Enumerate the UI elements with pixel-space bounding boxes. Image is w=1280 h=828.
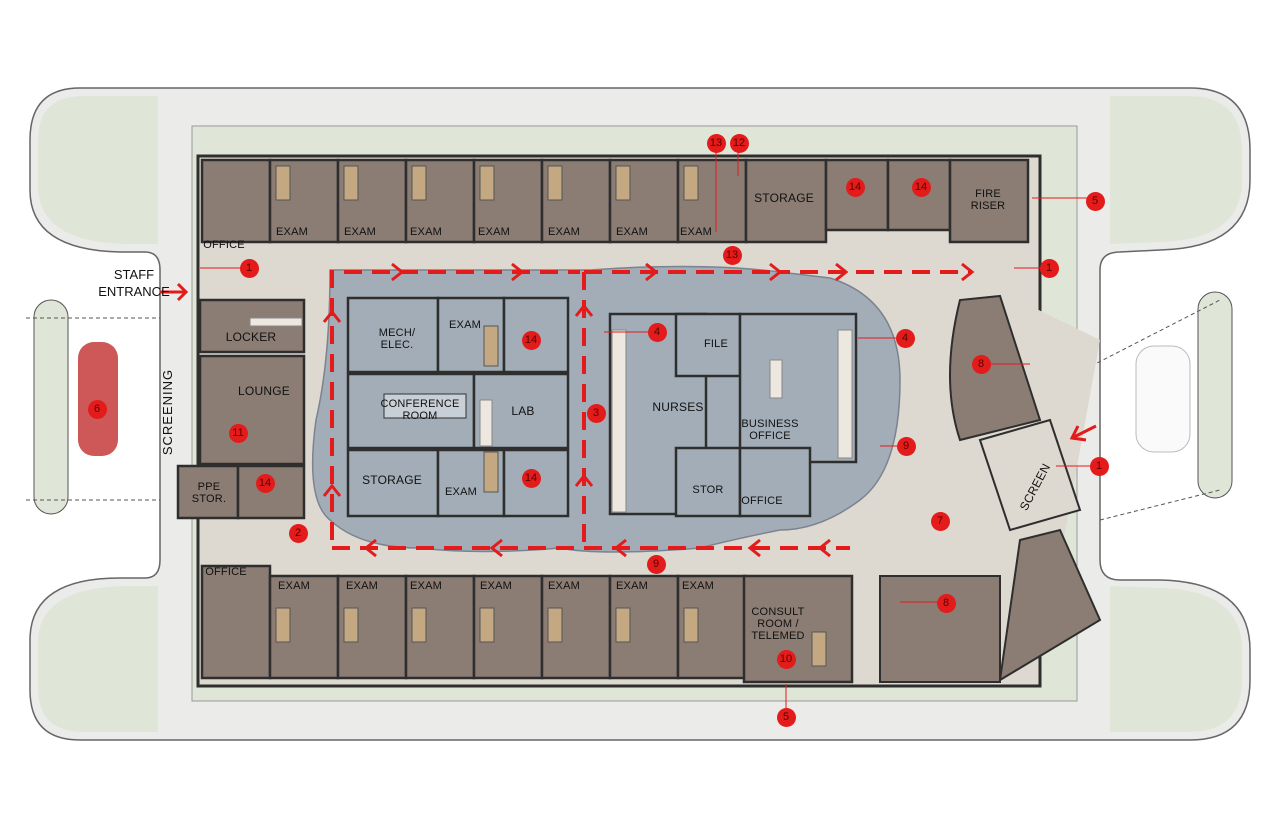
callout-9: 9: [896, 436, 916, 456]
room-consult: CONSULT ROOM / TELEMED: [751, 606, 805, 642]
callout-14: 14: [911, 177, 931, 197]
top-room-row: [200, 158, 1030, 244]
waiting-arc-bottom: [998, 528, 1102, 682]
route-arrows: [160, 262, 1097, 558]
callout-13: 13: [706, 133, 726, 153]
room-exam-b5: EXAM: [548, 580, 580, 592]
waiting-bottom-left: [879, 575, 1001, 683]
staff-entrance-label: STAFF ENTRANCE: [98, 267, 170, 299]
room-locker: LOCKER: [225, 330, 277, 344]
callout-5: 5: [776, 707, 796, 727]
grass-bottom-left: [38, 586, 158, 732]
exam-beds-bottom: [275, 325, 827, 667]
room-screening: SCREENING: [160, 368, 175, 456]
room-exam-4: EXAM: [478, 226, 510, 238]
callout-6: 6: [87, 399, 107, 419]
left-rooms: [176, 298, 306, 520]
room-exam-5: EXAM: [548, 226, 580, 238]
parking-dash-left: [26, 317, 160, 501]
callout-11: 11: [228, 423, 248, 443]
room-conference: CONFERENCE ROOM: [380, 398, 460, 422]
room-exam-3: EXAM: [410, 226, 442, 238]
callout-7: 7: [930, 511, 950, 531]
room-fire-riser: FIRE RISER: [970, 188, 1006, 212]
room-exam-6: EXAM: [616, 226, 648, 238]
room-exam-7: EXAM: [680, 226, 712, 238]
car-white: [1135, 345, 1191, 453]
callout-5: 5: [1085, 191, 1105, 211]
room-exam-b6: EXAM: [616, 580, 648, 592]
room-nurses: NURSES: [652, 400, 704, 414]
callout-4: 4: [647, 322, 667, 342]
parking-island-left: [33, 299, 69, 515]
callout-12: 12: [729, 133, 749, 153]
callout-14: 14: [255, 473, 275, 493]
room-mech-elec: MECH/ ELEC.: [378, 327, 416, 351]
room-exam-b4: EXAM: [480, 580, 512, 592]
room-business-office: BUSINESS OFFICE: [741, 418, 799, 442]
callout-8: 8: [971, 354, 991, 374]
screen-room: [978, 418, 1082, 532]
room-lab: LAB: [511, 404, 535, 418]
room-exam-core-bottom: EXAM: [445, 486, 477, 498]
grass-top-left: [38, 96, 158, 244]
callout-2: 2: [288, 523, 308, 543]
room-exam-1: EXAM: [276, 226, 308, 238]
grass-bottom-right: [1110, 586, 1242, 732]
callout-1: 1: [1039, 258, 1059, 278]
room-exam-b1: EXAM: [278, 580, 310, 592]
callout-3: 3: [586, 403, 606, 423]
callout-14: 14: [845, 177, 865, 197]
parking-island-right: [1197, 291, 1233, 499]
callout-4: 4: [895, 328, 915, 348]
room-file: FILE: [703, 338, 729, 350]
callout-14: 14: [521, 330, 541, 350]
exam-beds-top: [275, 165, 699, 201]
counters: [249, 317, 853, 513]
callout-14: 14: [521, 468, 541, 488]
room-stor: STOR: [692, 484, 724, 496]
room-exam-2: EXAM: [344, 226, 376, 238]
room-storage-top: STORAGE: [754, 191, 814, 205]
car-red: [78, 342, 118, 456]
callout-13: 13: [722, 245, 742, 265]
room-exam-b2: EXAM: [346, 580, 378, 592]
callout-1: 1: [1089, 456, 1109, 476]
callout-10: 10: [776, 649, 796, 669]
room-office-bottom: OFFICE: [205, 566, 247, 578]
conference-table: [383, 393, 467, 419]
room-lounge: LOUNGE: [238, 384, 290, 398]
room-storage-core: STORAGE: [362, 473, 422, 487]
room-office-top: OFFICE: [203, 239, 245, 251]
callout-9: 9: [646, 554, 666, 574]
room-exam-core-top: EXAM: [449, 319, 481, 331]
grass-top-right: [1110, 96, 1242, 244]
room-office-core: OFFICE: [741, 495, 783, 507]
callout-1: 1: [239, 258, 259, 278]
callout-8: 8: [936, 593, 956, 613]
waiting-arc-top: [949, 294, 1042, 442]
room-exam-b3: EXAM: [410, 580, 442, 592]
route: [330, 270, 970, 550]
room-ppe-stor: PPE STOR.: [191, 481, 227, 505]
room-exam-b7: EXAM: [682, 580, 714, 592]
